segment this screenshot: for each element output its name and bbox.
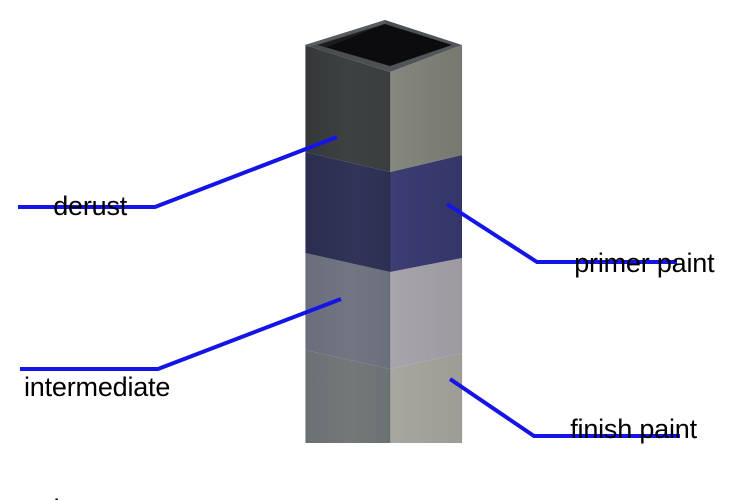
leader-line-primer xyxy=(445,202,677,264)
column-top-opening xyxy=(305,20,462,72)
column-body xyxy=(304,20,463,443)
band-finish-paint-left-face xyxy=(305,350,390,443)
top-inner-wall-left xyxy=(318,24,385,47)
label-intermediate-paint-line-2: paint xyxy=(24,494,170,500)
leader-line-finish xyxy=(448,377,680,438)
label-finish-paint: finish paint xyxy=(541,386,697,473)
band-intermediate-paint xyxy=(305,253,462,369)
label-intermediate-paint-line-1: intermediate xyxy=(24,372,171,403)
band-intermediate-paint-left-face xyxy=(305,253,390,369)
band-finish-paint xyxy=(305,350,462,443)
label-primer-paint: primer paint xyxy=(545,220,714,307)
band-finish-paint-right-face xyxy=(390,353,462,443)
label-primer-paint-text: primer paint xyxy=(574,248,715,279)
band-derust-right-face xyxy=(390,45,462,172)
label-derust-text: derust xyxy=(53,191,128,222)
band-primer-paint-right-face xyxy=(390,155,462,272)
band-primer-paint-left-face xyxy=(305,152,390,272)
label-finish-paint-text: finish paint xyxy=(570,414,697,445)
leader-lines xyxy=(18,135,680,438)
band-intermediate-paint-right-face xyxy=(390,258,462,369)
band-primer-paint xyxy=(305,152,462,272)
label-intermediate-paint: intermediate paint xyxy=(24,315,170,500)
label-derust: derust xyxy=(24,163,127,250)
leader-line-derust xyxy=(18,135,338,209)
top-rim-highlight xyxy=(305,20,386,47)
leader-line-intermediate xyxy=(20,297,342,371)
